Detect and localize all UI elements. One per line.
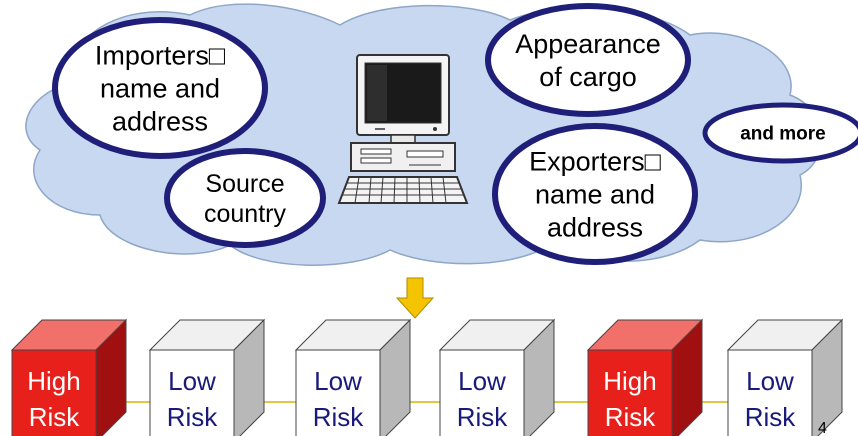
oval-importers-line-2: name and — [100, 73, 220, 103]
oval-source-line-2: country — [204, 200, 286, 228]
risk-box-label-line-1: High — [27, 366, 80, 396]
risk-box-front — [439, 349, 525, 436]
risk-box-front — [727, 349, 813, 436]
risk-box-label-line-1: High — [603, 366, 656, 396]
risk-box-label-line-1: Low — [168, 366, 216, 396]
risk-box-label-line-2: Risk — [605, 402, 657, 432]
risk-box-label-line-2: Risk — [167, 402, 219, 432]
desktop-computer-icon — [337, 54, 469, 204]
oval-exporters-line-2: name and — [535, 179, 655, 209]
oval-more-shape — [702, 102, 858, 164]
oval-exporters-line-3: address — [547, 212, 643, 242]
oval-importers-shape — [52, 17, 268, 159]
oval-exporters-shape — [492, 123, 698, 265]
oval-appearance-line-2: of cargo — [539, 62, 637, 92]
risk-box-label-line-1: Low — [314, 366, 362, 396]
oval-importers-line-1: Importers□ — [95, 40, 226, 70]
oval-importers-line-3: address — [112, 106, 208, 136]
page-number: 4 — [818, 420, 827, 436]
oval-source-line-1: Source — [205, 170, 284, 198]
oval-source-shape — [164, 148, 326, 248]
oval-appearance-shape — [485, 3, 691, 117]
oval-exporters-line-1: Exporters□ — [529, 146, 662, 176]
oval-more-line-1: and more — [740, 124, 826, 145]
oval-more: and more — [702, 102, 858, 164]
down-arrow-icon — [395, 277, 435, 319]
risk-box-label-line-2: Risk — [313, 402, 365, 432]
risk-box-front — [149, 349, 235, 436]
risk-box-front — [587, 349, 673, 436]
risk-box-label-line-1: Low — [746, 366, 794, 396]
risk-boxes: HighRiskLowRiskLowRiskLowRiskHighRiskLow… — [10, 318, 844, 436]
risk-box-label-line-1: Low — [458, 366, 506, 396]
data-source-ovals: Importers□name andaddressSourcecountryAp… — [52, 3, 858, 265]
risk-box-label-line-2: Risk — [29, 402, 81, 432]
oval-appearance-line-1: Appearance — [515, 29, 661, 59]
risk-box-label-line-2: Risk — [457, 402, 509, 432]
cloud-outline — [25, 3, 822, 266]
risk-box-front — [295, 349, 381, 436]
risk-box-front — [11, 349, 97, 436]
risk-box-label-line-2: Risk — [745, 402, 797, 432]
